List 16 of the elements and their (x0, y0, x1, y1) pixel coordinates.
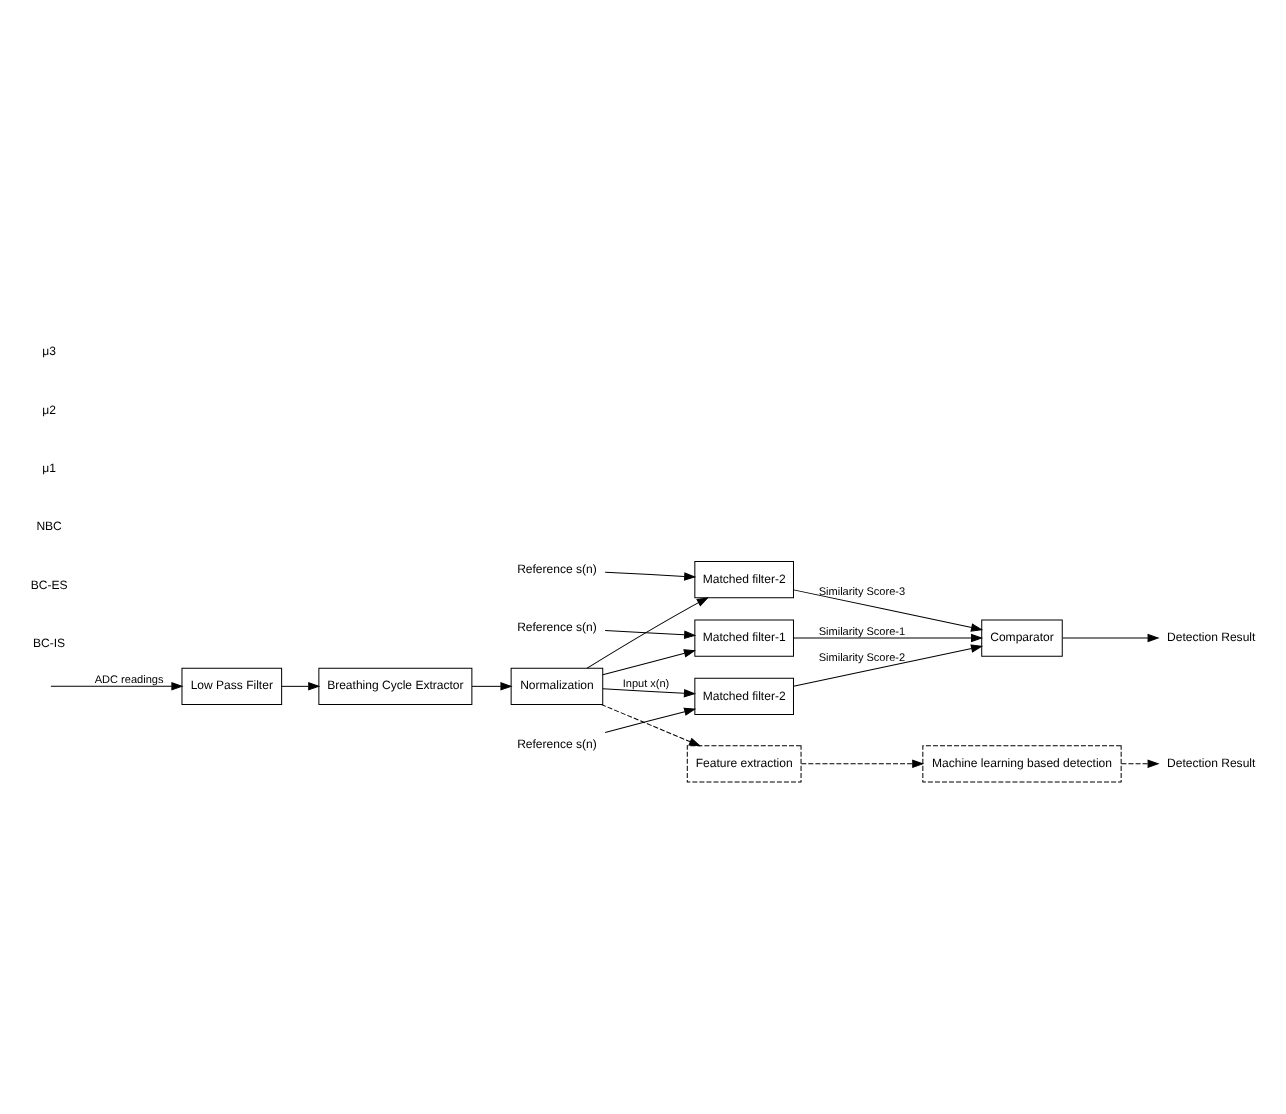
arrow (600, 703, 702, 746)
arrow (586, 596, 709, 668)
arrow (793, 632, 984, 642)
arrow (602, 687, 697, 697)
arrow (604, 706, 697, 732)
arrow (800, 758, 925, 768)
arrow (604, 629, 697, 639)
arrow (50, 681, 184, 690)
arrow (793, 588, 984, 631)
arrow (1062, 632, 1160, 642)
arrow (471, 681, 513, 690)
arrow (281, 681, 321, 690)
arrow (1120, 758, 1160, 768)
arrow (602, 648, 696, 675)
arrow (793, 643, 984, 686)
arrow (604, 570, 697, 580)
